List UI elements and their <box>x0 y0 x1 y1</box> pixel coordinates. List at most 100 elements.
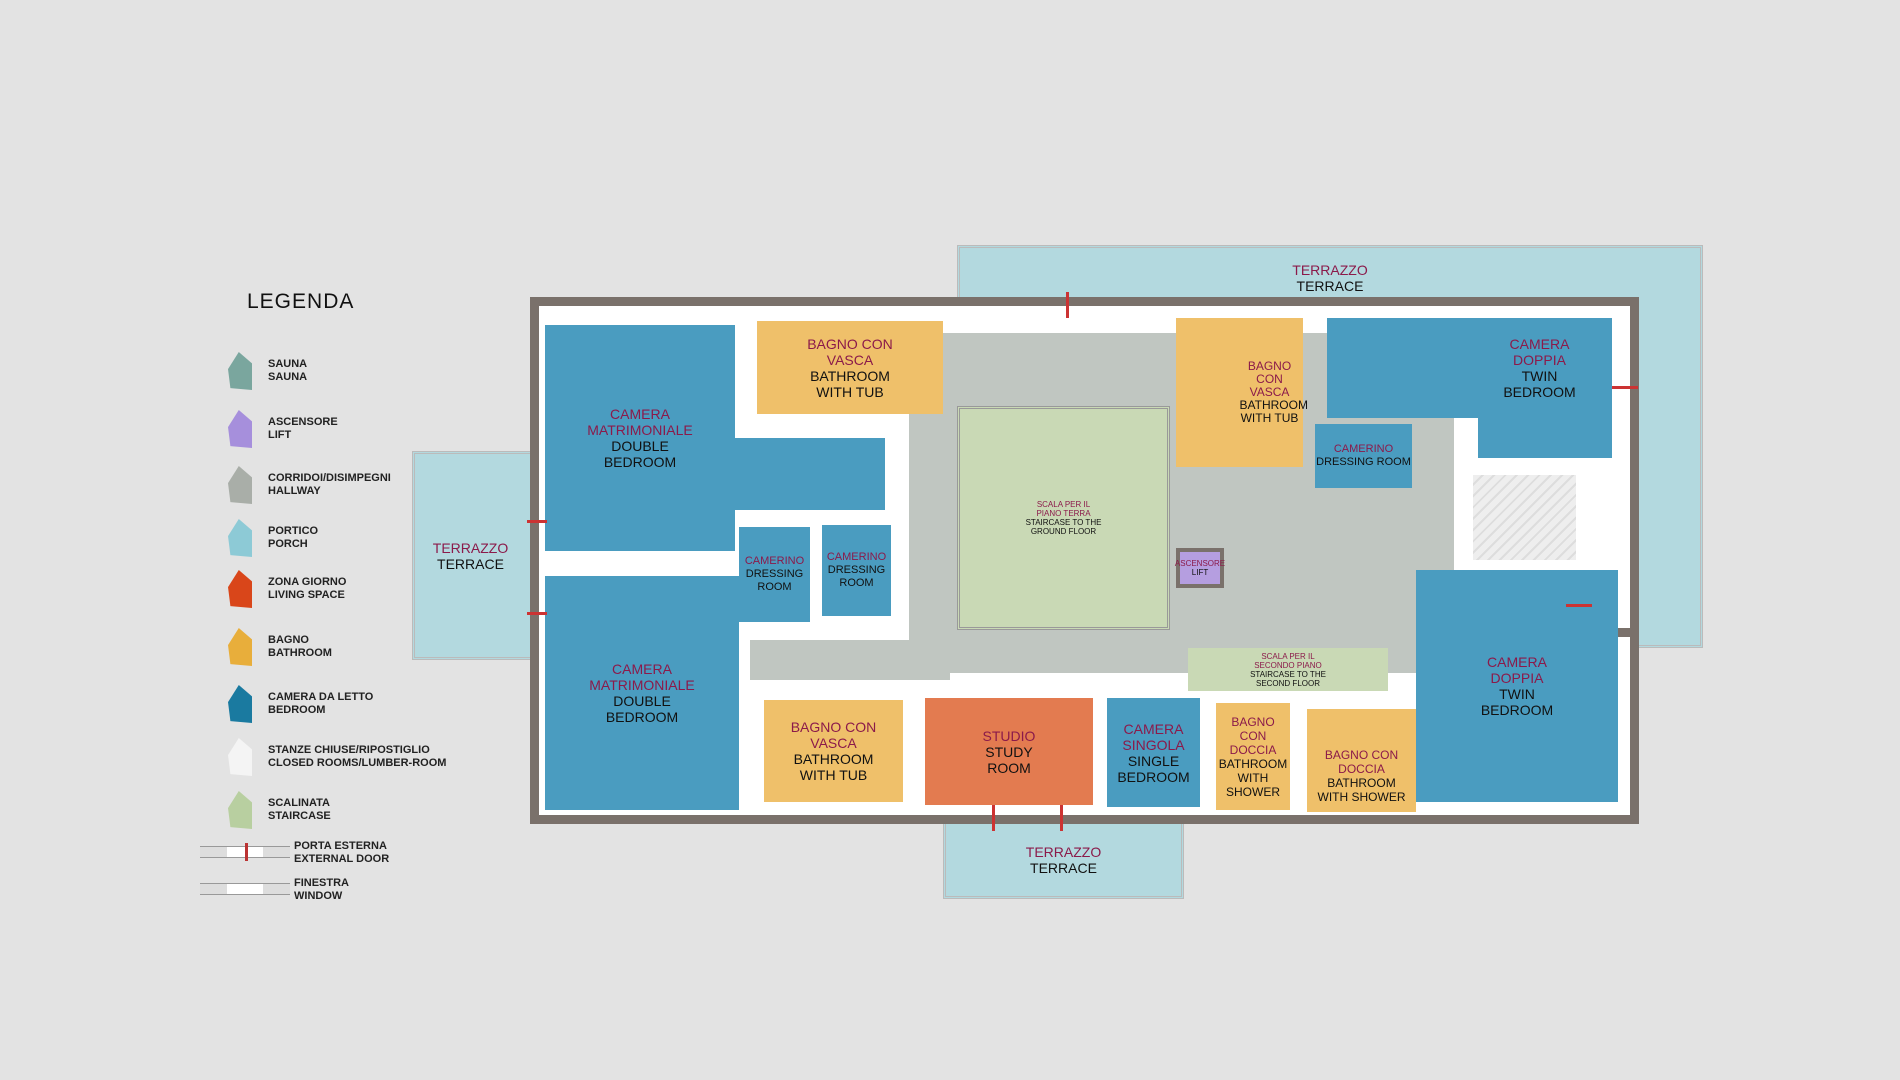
room-label-en: DRESSING ROOM <box>745 568 804 593</box>
porch-swatch-icon <box>228 519 252 557</box>
room-label-en: TWIN BEDROOM <box>1480 686 1554 718</box>
room-label-en: BATHROOM WITH TUB <box>1239 398 1308 425</box>
room-label-it: CAMERINO <box>1333 443 1394 455</box>
window-symbol-icon <box>200 883 290 895</box>
room-label-en: STAIRCASE TO THE SECOND FLOOR <box>1250 669 1326 688</box>
room-label-en: SINGLE BEDROOM <box>1117 752 1190 785</box>
external-door-left-1[interactable] <box>527 520 547 523</box>
legend-label-en: SAUNA <box>268 371 308 383</box>
hallway-left <box>750 640 950 680</box>
external-door-bottom-1[interactable] <box>992 805 995 831</box>
room-label-en: BATHROOM WITH SHOWER <box>1218 756 1288 799</box>
legend-label-it: CAMERA DA LETTO <box>268 691 374 703</box>
closed-room-swatch-icon <box>228 738 252 776</box>
bathroom-swatch-icon <box>228 628 252 666</box>
room-label-en: DRESSING ROOM <box>827 564 886 589</box>
sauna-swatch-icon <box>228 352 252 390</box>
room-label-en: DOUBLE BEDROOM <box>603 438 677 470</box>
external-door-top[interactable] <box>1066 292 1069 318</box>
room-label-it: CAMERA MATRIMONIALE <box>589 661 695 693</box>
room-label-en: DOUBLE BEDROOM <box>605 693 679 725</box>
legend-label-it: SCALINATA <box>268 797 330 809</box>
room-label-en: BATHROOM WITH TUB <box>810 367 890 400</box>
room-label-it: CAMERINO <box>744 555 805 567</box>
legend-label-it: ZONA GIORNO <box>268 576 347 588</box>
legend-label-en: WINDOW <box>294 890 343 902</box>
legend-label-en: BATHROOM <box>268 647 332 659</box>
legend-label-it: ASCENSORE <box>268 416 338 428</box>
room-label-it: CAMERINO <box>826 551 887 563</box>
room-label-it: ASCENSORE <box>1174 559 1226 568</box>
legend-title: LEGENDA <box>247 290 355 313</box>
room-label-en: LIFT <box>1191 568 1209 577</box>
legend-label-en: HALLWAY <box>268 485 321 497</box>
legend-label-it: PORTICO <box>268 525 319 537</box>
room-label-it: TERRAZZO <box>432 539 509 556</box>
room-label-en: DRESSING ROOM <box>1316 456 1411 468</box>
room-label-en: TERRACE <box>437 555 504 572</box>
legend-label-en: EXTERNAL DOOR <box>294 853 390 865</box>
room-label-it: BAGNO CON DOCCIA <box>1324 747 1399 776</box>
room-label-en: TERRACE <box>1296 278 1364 294</box>
external-door-left-2[interactable] <box>527 612 547 615</box>
legend-label-en: STAIRCASE <box>268 810 331 822</box>
legend-label-it: CORRIDOI/DISIMPEGNI <box>268 472 391 484</box>
lift-swatch-icon <box>228 410 252 448</box>
room-label-en: TERRACE <box>1030 859 1097 876</box>
room-label-it: CAMERA SINGOLA <box>1122 720 1185 753</box>
external-door-right-2[interactable] <box>1566 604 1592 607</box>
legend-label-en: BEDROOM <box>268 704 326 716</box>
external-door-right-1[interactable] <box>1612 386 1638 389</box>
hallway-swatch-icon <box>228 466 252 504</box>
room-label-it: BAGNO CON DOCCIA <box>1229 714 1277 757</box>
closed-room <box>1473 475 1576 560</box>
twin-bedroom-1-wing <box>1478 418 1612 458</box>
room-label-en: BATHROOM WITH TUB <box>793 751 874 783</box>
room-label-it: BAGNO CON VASCA <box>1247 359 1292 399</box>
external-door-symbol-icon <box>200 843 290 861</box>
room-label-en: STUDY ROOM <box>985 743 1033 776</box>
legend-label-it: STANZE CHIUSE/RIPOSTIGLIO <box>268 744 430 756</box>
staircase-swatch-icon <box>228 791 252 829</box>
room-label-en: TWIN BEDROOM <box>1503 368 1576 400</box>
room-label-it: CAMERA DOPPIA <box>1487 654 1547 686</box>
external-door-bottom-2[interactable] <box>1060 805 1063 831</box>
room-label-en: BATHROOM WITH SHOWER <box>1317 775 1406 804</box>
room-label-it: STUDIO <box>982 727 1036 744</box>
legend-label-en: CLOSED ROOMS/LUMBER-ROOM <box>268 757 447 769</box>
legend-label-it: BAGNO <box>268 634 309 646</box>
bedroom-swatch-icon <box>228 685 252 723</box>
room-label-it: SCALA PER IL SECONDO PIANO <box>1254 651 1322 670</box>
room-label-it: TERRAZZO <box>1292 262 1368 278</box>
legend-label-it: SAUNA <box>268 358 308 370</box>
legend-label-en: PORCH <box>268 538 308 550</box>
legend-label-en: LIVING SPACE <box>268 589 345 601</box>
double-bedroom-1-wing <box>735 438 885 510</box>
room-label-en: STAIRCASE TO THE GROUND FLOOR <box>1025 518 1102 536</box>
room-label-it: BAGNO CON VASCA <box>790 719 877 751</box>
